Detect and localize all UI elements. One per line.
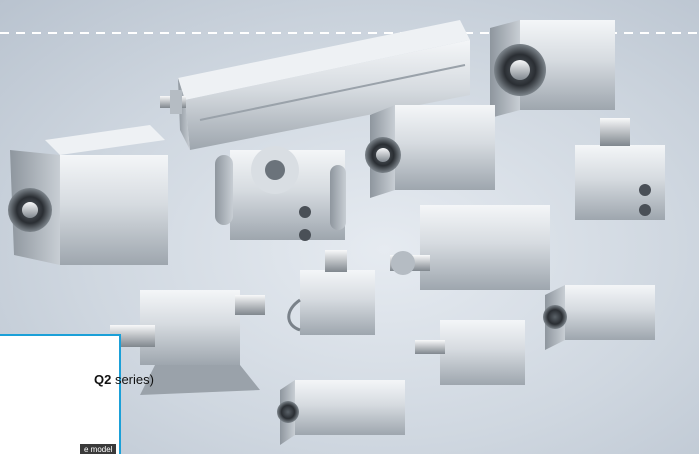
model-badge: e model: [80, 444, 117, 454]
series-bold: Q2: [94, 372, 112, 387]
long-cylinder: [160, 20, 470, 150]
cylinder-center-bolt: [390, 205, 550, 290]
caption-series-text: Q2 series): [94, 372, 154, 387]
cylinder-foot-mount: [110, 290, 265, 395]
caption-box: [0, 334, 121, 454]
cylinder-top-right: [490, 20, 615, 118]
cylinder-small-round: [287, 250, 375, 335]
cylinder-square-middle: [215, 146, 346, 241]
cylinder-center-compact: [365, 105, 495, 198]
series-rest: series): [111, 372, 154, 387]
cylinder-bottom-middle: [415, 320, 525, 385]
cylinder-bottom: [277, 380, 405, 445]
cylinder-right-rod-up: [575, 118, 665, 220]
cylinder-large-left: [8, 125, 168, 265]
cylinder-small-right: [543, 285, 655, 350]
